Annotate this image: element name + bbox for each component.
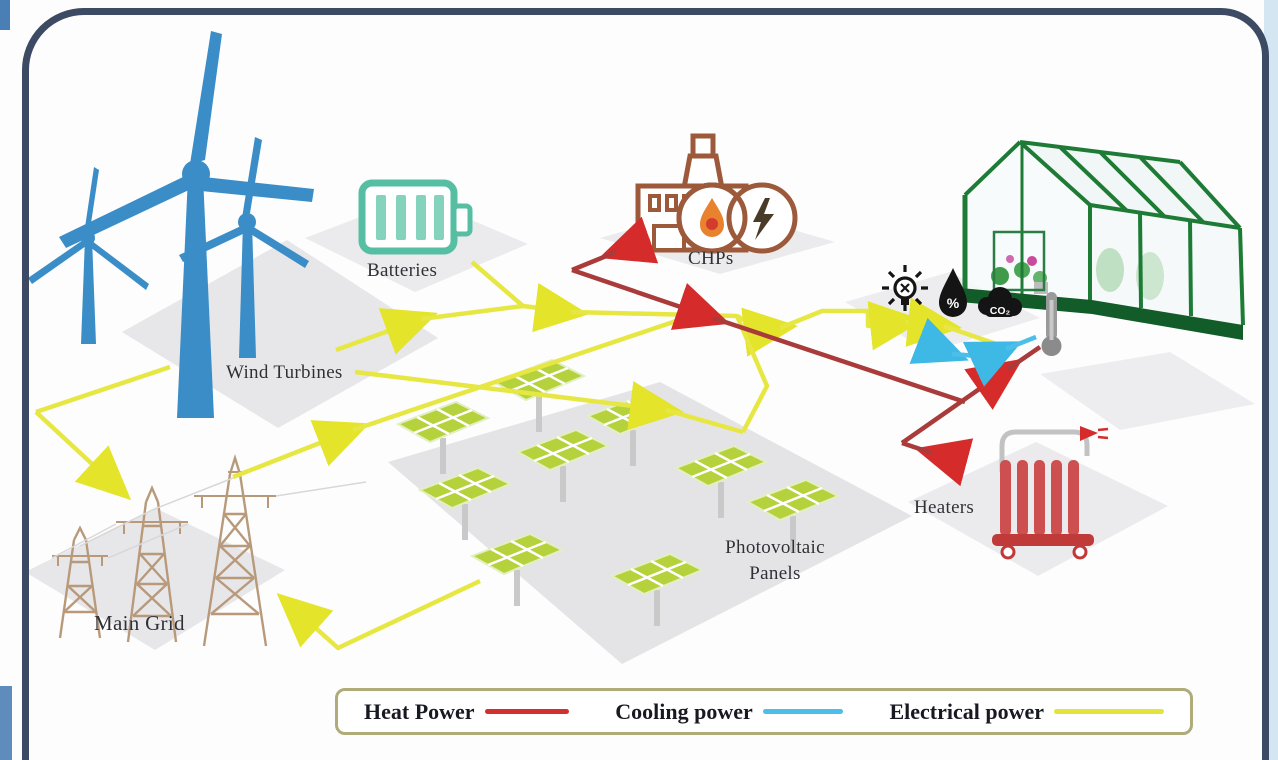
electrical-power-line-sample: [1054, 709, 1164, 714]
batteries-label: Batteries: [367, 260, 438, 281]
legend-heat-label: Heat Power: [364, 698, 475, 724]
chp-icon: [635, 133, 798, 254]
co2-badge-text: CO₂: [990, 305, 1011, 317]
wind-turbines-icon: [28, 31, 314, 418]
cooling-power-line-sample: [762, 709, 843, 714]
photovoltaic-panels-label: Photovoltaic Panels: [695, 535, 855, 587]
temperature-icon: [1041, 292, 1062, 356]
greenhouse-plants: [991, 248, 1164, 300]
legend-item-cooling: Cooling power: [615, 699, 843, 725]
heat-power-line-sample: [484, 709, 569, 714]
co2-icon: CO₂: [978, 287, 1022, 317]
battery-icon: [358, 179, 473, 255]
humidity-badge-text: %: [947, 295, 960, 311]
main-grid-label: Main Grid: [94, 611, 185, 635]
wind-turbines-label: Wind Turbines: [226, 362, 343, 383]
humidity-icon: %: [939, 268, 967, 317]
wind-platform: [122, 240, 438, 428]
photovoltaic-label-line2: Panels: [749, 563, 801, 584]
cooling-power-lines: [909, 317, 1037, 387]
pylon-medium: [116, 484, 188, 643]
corner-artifact-bottom-left: [0, 686, 12, 760]
pylon-large: [194, 453, 276, 647]
legend-item-electrical: Electrical power: [889, 699, 1164, 725]
power-wires: [51, 477, 367, 559]
chps-label: CHPs: [688, 248, 734, 269]
heater-icon: [992, 426, 1109, 560]
greenhouse-shadow: [1040, 352, 1255, 430]
lightning-icon: [753, 198, 774, 240]
legend: Heat Power Cooling power Electrical powe…: [335, 688, 1193, 735]
pylon-small: [52, 525, 108, 639]
legend-cooling-label: Cooling power: [615, 698, 753, 724]
main-grid-icon: [51, 453, 367, 647]
photovoltaic-label-line1: Photovoltaic: [725, 537, 825, 558]
legend-item-heat: Heat Power: [364, 699, 569, 725]
heaters-label: Heaters: [914, 497, 975, 518]
heater-plug-icon: [1080, 426, 1098, 441]
greenhouse-icon: [960, 140, 1245, 340]
flame-icon: [700, 198, 724, 237]
light-icon: [882, 265, 928, 311]
legend-electrical-label: Electrical power: [889, 698, 1044, 724]
corner-artifact-top-left: [0, 0, 10, 30]
